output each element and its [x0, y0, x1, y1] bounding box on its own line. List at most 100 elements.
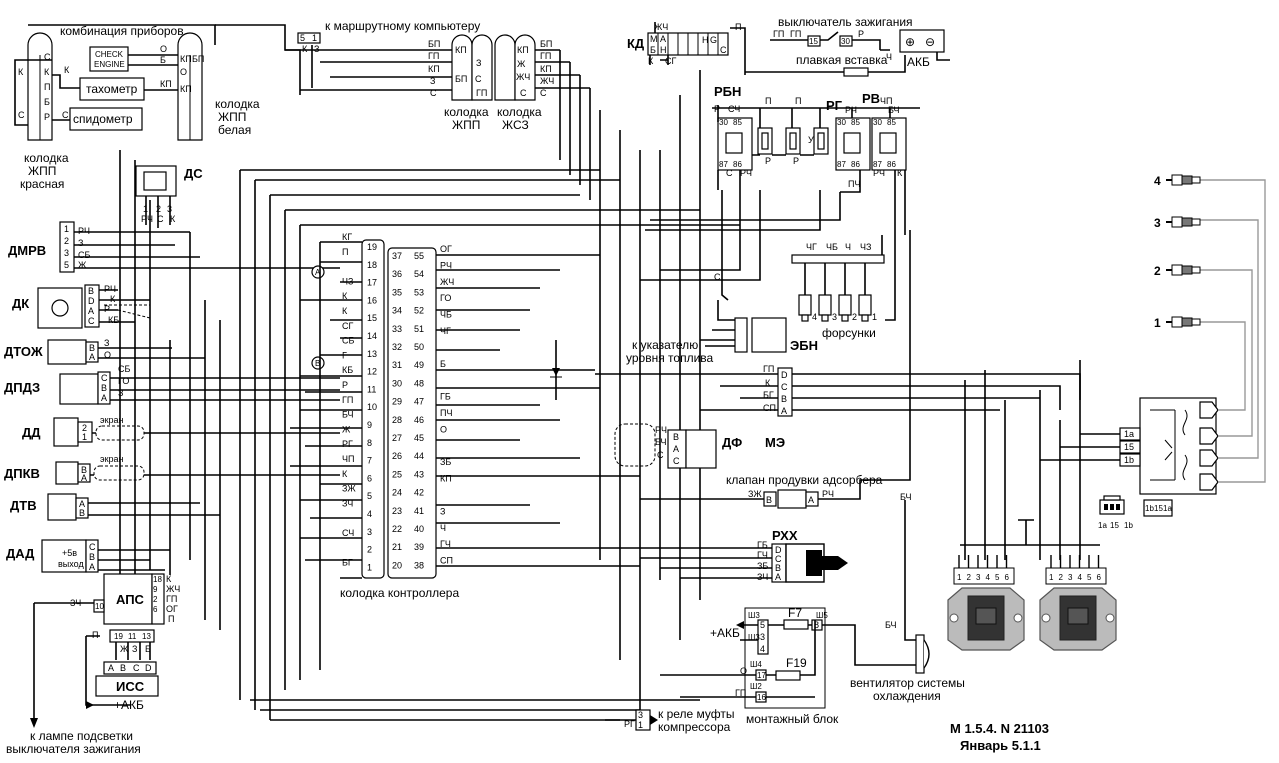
svg-text:В: В [315, 359, 320, 368]
controller-pin-17: 17 [367, 278, 377, 288]
controller-pin-29: 29 [392, 397, 402, 407]
me-wire-4: СП [763, 403, 776, 413]
svg-text:10: 10 [95, 602, 104, 611]
dk-wire-1: РЧ [104, 284, 116, 294]
dk-wire-3: Р [104, 304, 110, 314]
controller-left-wire-label: К [342, 291, 348, 301]
svg-text:5: 5 [760, 620, 765, 630]
svg-text:Б: Б [650, 45, 656, 55]
battery-label: АКБ [907, 55, 930, 69]
svg-text:О: О [160, 44, 167, 54]
controller-pin-11: 11 [367, 384, 376, 394]
controller-left-wire-label: БЧ [342, 410, 354, 420]
svg-text:ЖЧ: ЖЧ [540, 76, 554, 86]
injector-wires [804, 235, 883, 295]
controller-right-wires [436, 254, 640, 567]
controller-pin-34: 34 [392, 306, 402, 316]
coil-input-wires [1040, 433, 1120, 461]
injector-3 [818, 294, 832, 322]
ebn-label: ЭБН [790, 338, 818, 353]
svg-text:С: С [133, 663, 140, 673]
controller-right-wire-label: ПЧ [440, 408, 452, 418]
svg-text:БП: БП [455, 74, 467, 84]
controller-pin-21: 21 [392, 542, 402, 552]
controller-right-wire-label: О [440, 424, 447, 434]
svg-text:30: 30 [719, 118, 728, 127]
svg-text:9: 9 [153, 585, 158, 594]
df-wire-3: С [657, 450, 664, 460]
svg-text:Б: Б [44, 97, 50, 107]
aps-label: АПС [116, 592, 145, 607]
svg-text:ГП: ГП [790, 29, 801, 39]
controller-right-wire-label: ЗБ [440, 457, 451, 467]
controller-pin-22: 22 [392, 524, 402, 534]
dtv-connector [75, 497, 89, 519]
controller-pin-6: 6 [367, 473, 372, 483]
svg-text:Ш4: Ш4 [750, 660, 762, 669]
white-connector-label-1: колодка [215, 97, 260, 111]
dd-sensor [53, 417, 79, 447]
spark-plug-3: 3 [1154, 216, 1201, 230]
svg-text:Ш3: Ш3 [748, 633, 760, 642]
connector-zhpp-red: С К П Б Р [27, 32, 53, 141]
relay-wires [712, 105, 920, 235]
controller-pin-26: 26 [392, 451, 402, 461]
svg-text:В: В [766, 495, 772, 505]
zhsz-label-1: колодка [497, 105, 542, 119]
controller-pin-38: 38 [414, 560, 424, 570]
rxx-wire-2: ГЧ [757, 550, 768, 560]
svg-text:С: С [726, 168, 733, 178]
ignition-pin-30 [839, 35, 853, 47]
dtv-label: ДТВ [10, 498, 37, 513]
svg-text:П: П [168, 614, 174, 624]
fan-connector [915, 634, 930, 674]
svg-text:БЧ: БЧ [900, 492, 912, 502]
svg-text:ГП: ГП [773, 29, 784, 39]
controller-pin-27: 27 [392, 433, 402, 443]
injector-num-3: 3 [832, 312, 837, 322]
svg-text:Н: Н [702, 35, 709, 45]
svg-text:Ш5: Ш5 [816, 611, 828, 620]
controller-pin-44: 44 [414, 451, 424, 461]
white-connector-label-3: белая [218, 123, 251, 137]
df-sensor [685, 429, 717, 469]
rxx-wire-4: ЗЧ [757, 572, 768, 582]
svg-text:А: А [101, 393, 107, 403]
cluster-wires [14, 54, 178, 126]
controller-pin-7: 7 [367, 456, 372, 466]
svg-text:3: 3 [167, 204, 172, 214]
svg-text:Ж: Ж [120, 644, 129, 654]
svg-text:З: З [476, 58, 481, 68]
svg-text:РЧ: РЧ [822, 489, 834, 499]
dpdz-wire-1: СБ [118, 364, 130, 374]
controller-pin-51: 51 [414, 324, 424, 334]
dpdz-label: ДПДЗ [4, 380, 40, 395]
check-engine-lamp [89, 46, 129, 72]
lamp-label-2: выключателя зажигания [6, 742, 141, 756]
svg-text:16: 16 [757, 693, 766, 702]
dtv-sensor [47, 493, 77, 521]
df-pin-b: B [673, 432, 679, 442]
svg-text:С: С [475, 74, 482, 84]
spark-plug-num: 2 [1154, 264, 1161, 278]
svg-text:ЧБ: ЧБ [826, 242, 838, 252]
aps-connector-right [151, 573, 165, 625]
adsorber-valve [777, 489, 807, 509]
injector-num-2: 2 [852, 312, 857, 322]
svg-text:КП: КП [517, 45, 529, 55]
svg-text:К: К [302, 44, 308, 54]
svg-text:РГ: РГ [624, 719, 635, 729]
svg-text:6: 6 [153, 605, 158, 614]
svg-text:Р: Р [714, 104, 720, 114]
df-wire-1: РЧ [655, 425, 667, 435]
controller-left-wire-label: ЗЧ [342, 498, 353, 508]
aps-pin-10 [93, 599, 105, 613]
aps-iss-wires [115, 642, 151, 660]
dk-wire-4: КБ [108, 315, 119, 325]
battery-ground [936, 52, 950, 61]
svg-text:86: 86 [851, 160, 860, 169]
controller-pin-15: 15 [367, 313, 377, 323]
dk-shield [104, 304, 151, 319]
